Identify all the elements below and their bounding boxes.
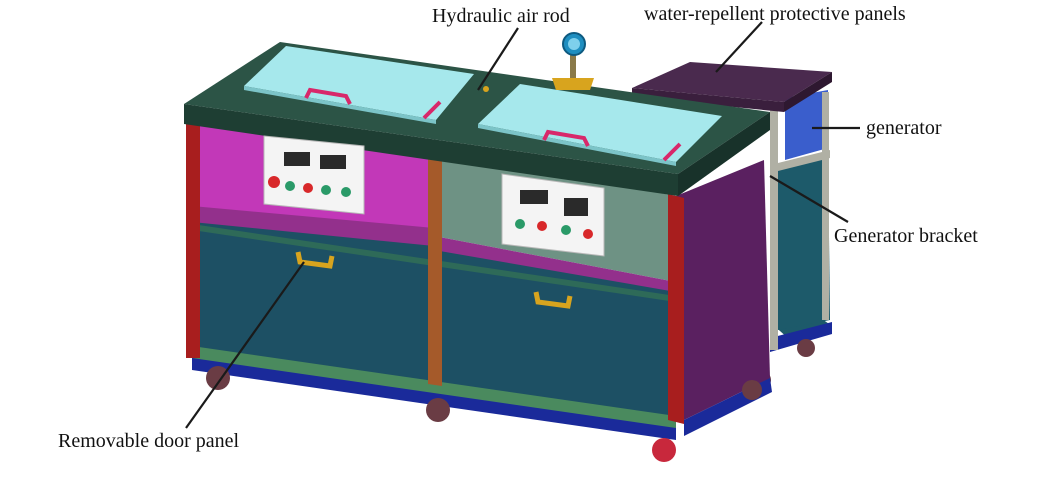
display-left-1 bbox=[284, 152, 310, 166]
label-generator-bracket: Generator bracket bbox=[834, 225, 978, 247]
emergency-stop-button-left[interactable] bbox=[268, 176, 280, 188]
wheel-side-rear bbox=[742, 380, 762, 400]
lid-handle-left[interactable] bbox=[304, 87, 352, 105]
lid-hinge-right bbox=[662, 142, 682, 162]
generator-body bbox=[776, 152, 830, 330]
label-removable-door-panel: Removable door panel bbox=[58, 430, 239, 452]
lid-handle-right[interactable] bbox=[542, 129, 590, 147]
leader-lines bbox=[185, 21, 860, 429]
mid-rail-right bbox=[434, 236, 676, 296]
gauge-valve-base bbox=[552, 78, 594, 90]
main-cabinet bbox=[184, 32, 772, 462]
hydraulic-air-rod-tip bbox=[483, 86, 489, 92]
frame-post-left bbox=[186, 118, 200, 358]
cabinet-side-panel bbox=[676, 160, 770, 420]
tank-lid-right bbox=[478, 84, 722, 162]
label-generator: generator bbox=[866, 117, 942, 139]
frame-post-center bbox=[428, 148, 442, 386]
wheel-rear-left bbox=[206, 366, 230, 390]
lid-hinge-left bbox=[422, 100, 442, 120]
pressure-gauge bbox=[552, 32, 594, 90]
tank-lid-right-edge bbox=[478, 124, 676, 166]
control-button-right-2[interactable] bbox=[537, 221, 547, 231]
control-button-left-1[interactable] bbox=[285, 181, 295, 191]
leader-water-repellent-panels bbox=[715, 21, 763, 73]
control-panel-left-plate bbox=[263, 135, 365, 215]
wheel-front-center bbox=[426, 398, 450, 422]
cabinet-top-front-edge bbox=[184, 104, 678, 196]
door-handle-right[interactable] bbox=[533, 291, 573, 309]
display-right-1 bbox=[520, 190, 548, 204]
label-hydraulic-air-rod: Hydraulic air rod bbox=[432, 5, 570, 27]
control-button-right-4[interactable] bbox=[583, 229, 593, 239]
display-right-2 bbox=[564, 198, 588, 216]
tank-lid-left bbox=[244, 46, 474, 120]
control-button-left-3[interactable] bbox=[321, 185, 331, 195]
water-repellent-panel-side bbox=[784, 72, 832, 112]
gauge-stem bbox=[570, 46, 576, 80]
wheel-front-right bbox=[652, 438, 676, 462]
water-repellent-panel-front bbox=[632, 88, 784, 112]
display-left-2 bbox=[320, 155, 346, 169]
leader-removable-door-panel bbox=[185, 261, 305, 429]
leader-generator-bracket bbox=[769, 175, 849, 223]
generator-rear-wheel bbox=[797, 339, 815, 357]
control-button-right-1[interactable] bbox=[515, 219, 525, 229]
water-repellent-panel-top bbox=[632, 62, 832, 102]
label-water-repellent-panels: water-repellent protective panels bbox=[644, 3, 906, 25]
generator-bracket-post-back bbox=[822, 92, 829, 320]
control-panel-right bbox=[501, 173, 605, 257]
door-handle-left[interactable] bbox=[295, 251, 335, 269]
control-panel-right-plate bbox=[501, 173, 605, 257]
control-button-left-2[interactable] bbox=[303, 183, 313, 193]
generator-bracket-crossbar bbox=[770, 150, 830, 173]
generator-side-panel bbox=[785, 90, 828, 160]
generator-unit bbox=[632, 62, 832, 389]
control-button-left-4[interactable] bbox=[341, 187, 351, 197]
frame-post-right bbox=[668, 194, 684, 424]
callout-labels: Hydraulic air rod water-repellent protec… bbox=[58, 3, 978, 452]
control-panel-left bbox=[263, 135, 365, 215]
mid-rail-left bbox=[192, 206, 434, 248]
gauge-dial-face bbox=[568, 38, 580, 50]
control-button-right-3[interactable] bbox=[561, 225, 571, 235]
generator-bracket-post-front bbox=[770, 110, 778, 350]
tank-lid-left-edge bbox=[244, 86, 436, 124]
cabinet-top-side-edge bbox=[678, 112, 770, 196]
leader-hydraulic-air-rod bbox=[477, 27, 519, 91]
removable-door-panel-left bbox=[192, 222, 434, 384]
generator-base-rail bbox=[770, 322, 832, 352]
